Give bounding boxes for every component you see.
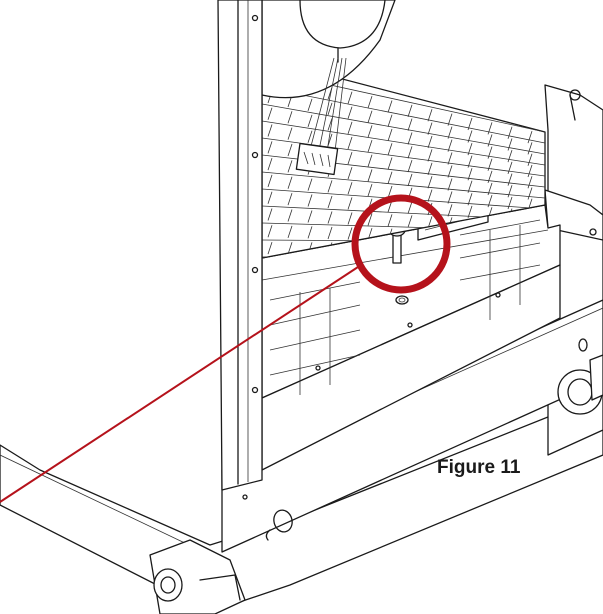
caster-left: [149, 539, 246, 614]
figure-caption: Figure 11: [437, 457, 521, 478]
left-column: [217, 0, 263, 491]
caster-right: [557, 354, 603, 415]
callout-leader-line: [0, 266, 359, 503]
fan-housing: [261, 0, 396, 176]
callout-highlight-circle: [351, 194, 451, 294]
callout: [0, 194, 451, 503]
